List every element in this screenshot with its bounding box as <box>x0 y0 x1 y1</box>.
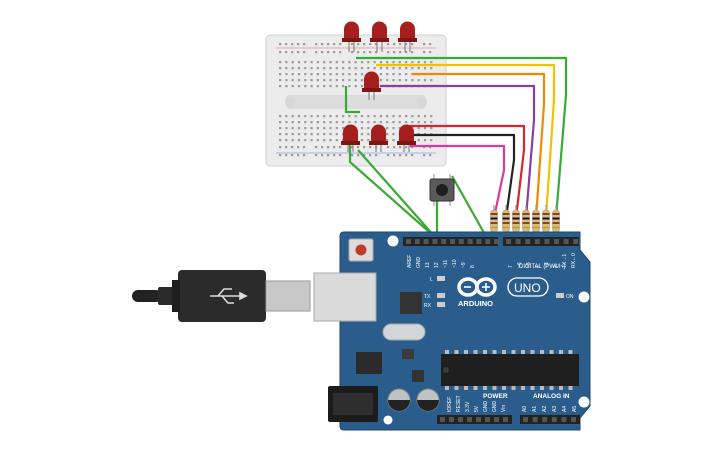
bottom-pin-label: RESET <box>456 395 462 412</box>
arduino-board[interactable]: L TX RX ON ARDUINO UNO DIGITAL (PWM~) AR… <box>313 231 591 431</box>
mount-hole <box>387 235 399 247</box>
digital-pin-label: ~6 <box>517 262 523 268</box>
usb-cable[interactable] <box>132 270 311 322</box>
digital-pin-label: TX→1 <box>562 254 568 268</box>
pushbutton[interactable] <box>429 174 455 206</box>
led-bottom-3[interactable] <box>397 124 416 153</box>
digital-pin-label: ~3 <box>544 262 550 268</box>
capacitors <box>387 388 440 412</box>
digital-pin-label: RX←0 <box>571 253 577 268</box>
wire-green-f[interactable] <box>451 175 489 241</box>
wire-yellow[interactable] <box>376 63 556 219</box>
smd-chip <box>412 370 424 382</box>
bottom-pin-label: Vin <box>501 405 507 412</box>
led-top-3[interactable] <box>398 21 417 53</box>
digital-pin-label: 4 <box>535 265 541 268</box>
bottom-pin-label: A0 <box>522 406 528 412</box>
digital-pin-label: ~10 <box>452 259 458 268</box>
bottom-pin-label: A2 <box>542 406 548 412</box>
wires <box>344 56 568 241</box>
bottom-pin-label: A5 <box>572 406 578 412</box>
resistor-2[interactable] <box>502 205 510 240</box>
crystal-oscillator <box>382 323 426 341</box>
led-rx <box>437 302 445 307</box>
digital-pin-label: 2 <box>553 265 559 268</box>
digital-header-label: DIGITAL (PWM~) <box>519 264 566 270</box>
digital-pin-label: 13 <box>425 262 431 268</box>
wire-red[interactable] <box>410 124 526 219</box>
digital-pin-label: 12 <box>434 262 440 268</box>
model-label: UNO <box>514 281 541 295</box>
wire-black[interactable] <box>410 133 516 219</box>
bottom-pin-label: IOREF <box>447 397 453 412</box>
bottom-pin-label: GND <box>492 401 498 413</box>
wire-green-c[interactable] <box>348 145 437 239</box>
led-bottom-1[interactable] <box>341 124 360 153</box>
bottom-pin-label: A3 <box>552 406 558 412</box>
brand-label: ARDUINO <box>458 299 493 308</box>
led-on <box>556 293 564 298</box>
small-chip <box>402 349 414 359</box>
digital-pin-label: 8 <box>470 265 476 268</box>
led-top-2[interactable] <box>370 21 389 53</box>
analog-header <box>520 415 580 424</box>
bottom-pin-label: 5V <box>474 405 480 412</box>
power-header <box>437 415 512 424</box>
bottom-pin-label: GND <box>483 401 489 413</box>
bottom-pin-label: A4 <box>562 406 568 412</box>
digital-pin-label: ~5 <box>526 262 532 268</box>
digital-pin-label: ~11 <box>443 260 449 268</box>
mount-hole <box>578 291 590 303</box>
bottom-pin-label: 3.3V <box>465 401 471 412</box>
usb-chip <box>400 292 422 314</box>
digital-pin-label: AREF <box>407 255 413 268</box>
wire-magenta[interactable] <box>410 144 506 219</box>
led-tx-label: TX <box>424 294 431 300</box>
power-label: POWER <box>483 393 508 400</box>
bottom-sockets <box>440 417 576 422</box>
on-label: ON <box>566 294 574 300</box>
digital-pin-label: GND <box>416 257 422 269</box>
led-l <box>437 276 445 281</box>
resistor-5[interactable] <box>532 205 540 240</box>
mount-hole <box>383 415 393 425</box>
wire-green-b[interactable] <box>344 86 360 114</box>
led-top-1[interactable] <box>342 21 361 53</box>
digital-pin-label: ~9 <box>461 262 467 268</box>
led-rx-label: RX <box>424 303 432 309</box>
digital-header-right <box>503 237 579 246</box>
wire-green-a[interactable] <box>356 56 568 219</box>
usb-b-port <box>313 272 377 322</box>
microcontroller-chip <box>441 350 579 390</box>
power-jack[interactable] <box>328 386 378 422</box>
mount-hole <box>578 396 590 408</box>
leds <box>341 21 417 153</box>
bottom-pin-label: A1 <box>532 406 538 412</box>
wire-green-d[interactable] <box>357 149 437 239</box>
regulator <box>356 352 382 374</box>
led-tx <box>437 293 445 298</box>
led-l-label: L <box>430 277 433 283</box>
digital-sockets <box>406 239 579 244</box>
wire-purple[interactable] <box>380 84 536 219</box>
wire-orange[interactable] <box>412 72 546 219</box>
led-middle[interactable] <box>362 71 381 101</box>
usb-icon <box>210 288 248 304</box>
reset-button[interactable] <box>348 238 374 262</box>
analog-label: ANALOG IN <box>533 393 570 400</box>
led-bottom-2[interactable] <box>369 124 388 153</box>
arduino-logo: ARDUINO UNO <box>457 277 549 308</box>
digital-pin-label: 7 <box>508 265 514 268</box>
